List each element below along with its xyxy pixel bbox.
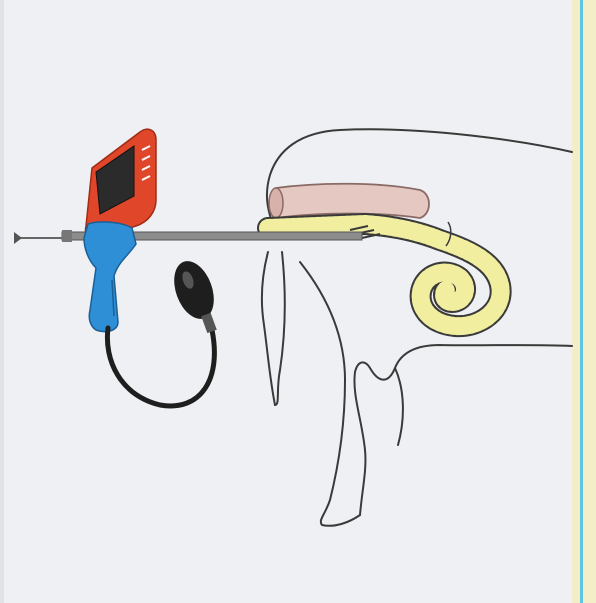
rod-collar [62,230,72,242]
anus-opening [269,188,283,218]
edge-cyan-line [580,0,583,603]
air-bulb-icon [107,256,221,406]
edge-yellow-strip [572,0,596,603]
insemination-endoscope-icon [84,129,156,331]
cow-tail-inner [275,252,285,405]
cow-tail-outline [262,252,275,405]
rectum [269,184,429,218]
bulb-valve [201,313,217,333]
cow-hind-leg-front [300,262,360,526]
cow-belly-leg [354,345,572,515]
scope-rod [14,230,362,244]
bulb-body [167,256,221,325]
handle-grip [84,222,136,332]
cow-udder-line [395,368,403,445]
rod-tip-arrow [14,232,22,244]
left-edge-strip [0,0,4,603]
bulb-hose [107,328,214,406]
